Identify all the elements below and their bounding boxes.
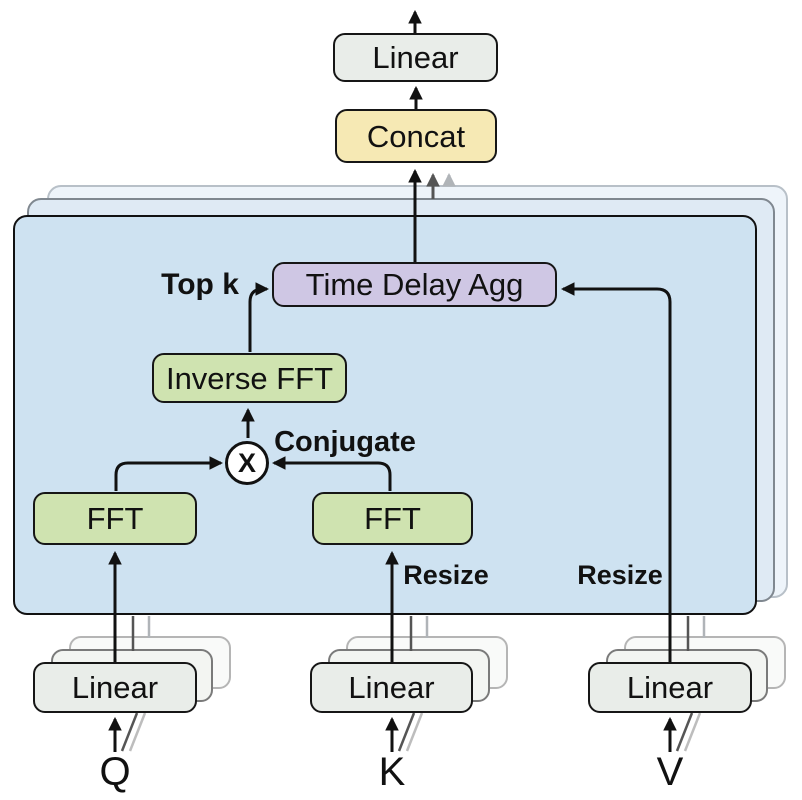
label-conjugate: Conjugate: [274, 425, 416, 458]
multihead-slash-k-1: [397, 712, 416, 752]
arrow-v-resize-to-agg: [560, 282, 672, 663]
arrow-fftq-to-multiply: [114, 456, 224, 491]
label-resize-k: Resize: [403, 559, 489, 590]
multihead-slash-v-2: [683, 712, 702, 752]
input-v: V: [656, 750, 684, 794]
label-resize-v: Resize: [577, 559, 663, 590]
input-q: Q: [99, 750, 131, 794]
input-k: K: [378, 750, 406, 794]
node-concat: Concat: [335, 109, 497, 163]
multihead-slash-k-2: [405, 712, 424, 752]
multiply-operator: X: [225, 441, 269, 485]
node-fft-q: FFT: [33, 492, 197, 545]
node-inverse-fft: Inverse FFT: [152, 353, 347, 403]
node-linear-k: Linear: [310, 662, 473, 713]
arrow-fftk-conjugate-to-multiply: [271, 456, 392, 491]
multihead-slash-q-2: [128, 712, 147, 752]
node-output-linear: Linear: [333, 33, 498, 82]
node-fft-k: FFT: [312, 492, 473, 545]
arrow-topk-to-agg: [248, 282, 270, 352]
label-top-k: Top k: [161, 268, 239, 301]
node-time-delay-agg: Time Delay Agg: [272, 262, 557, 307]
multihead-slash-q-1: [120, 712, 139, 752]
multihead-slash-v-1: [675, 712, 694, 752]
node-linear-q: Linear: [33, 662, 197, 713]
node-linear-v: Linear: [588, 662, 752, 713]
